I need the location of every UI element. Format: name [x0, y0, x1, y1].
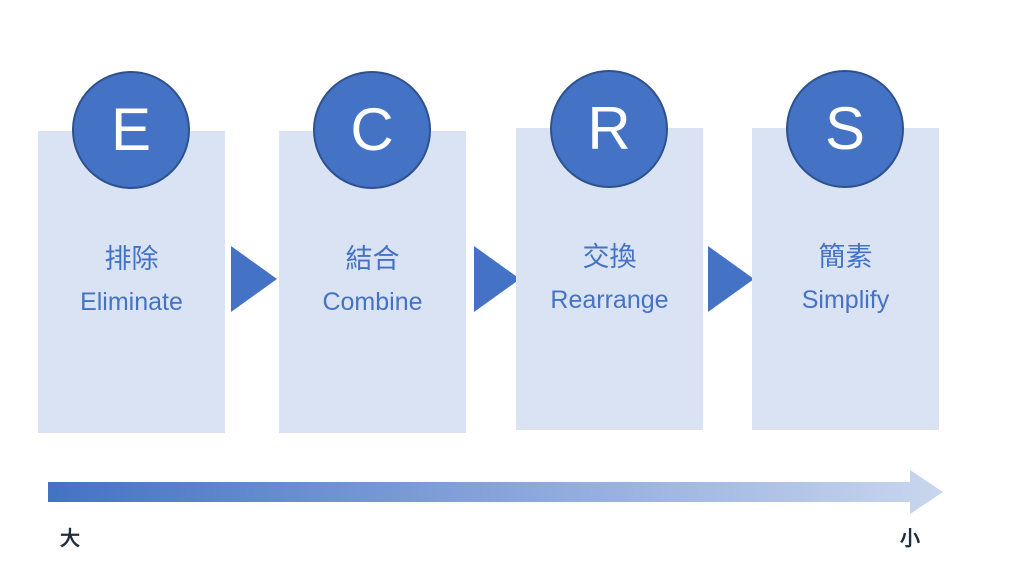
step-label-en-combine: Combine [322, 288, 423, 316]
chevron-right-icon [231, 246, 277, 312]
step-letter-s: S [824, 95, 866, 162]
step-label-jp-rearrange: 交換 [582, 242, 637, 273]
chevron-right-icon [708, 246, 754, 312]
step-label-jp-combine: 結合 [345, 244, 400, 275]
step-label-jp-eliminate: 排除 [104, 244, 159, 275]
step-label-en-simplify: Simplify [801, 286, 890, 314]
step-circle-s: S [786, 70, 904, 188]
scale-end-label: 小 [900, 526, 920, 550]
step-label-en-eliminate: Eliminate [80, 288, 183, 316]
step-label-jp-simplify: 簡素 [818, 242, 873, 273]
step-label-en-rearrange: Rearrange [550, 286, 669, 314]
step-letter-c: C [350, 96, 394, 163]
chevron-right-icon [474, 246, 520, 312]
step-circle-c: C [313, 71, 431, 189]
scale-gradient-arrow [48, 470, 943, 514]
step-letter-e: E [110, 96, 152, 163]
step-letter-r: R [587, 95, 631, 162]
step-circle-e: E [72, 71, 190, 189]
scale-start-label: 大 [60, 526, 80, 550]
step-circle-r: R [550, 70, 668, 188]
